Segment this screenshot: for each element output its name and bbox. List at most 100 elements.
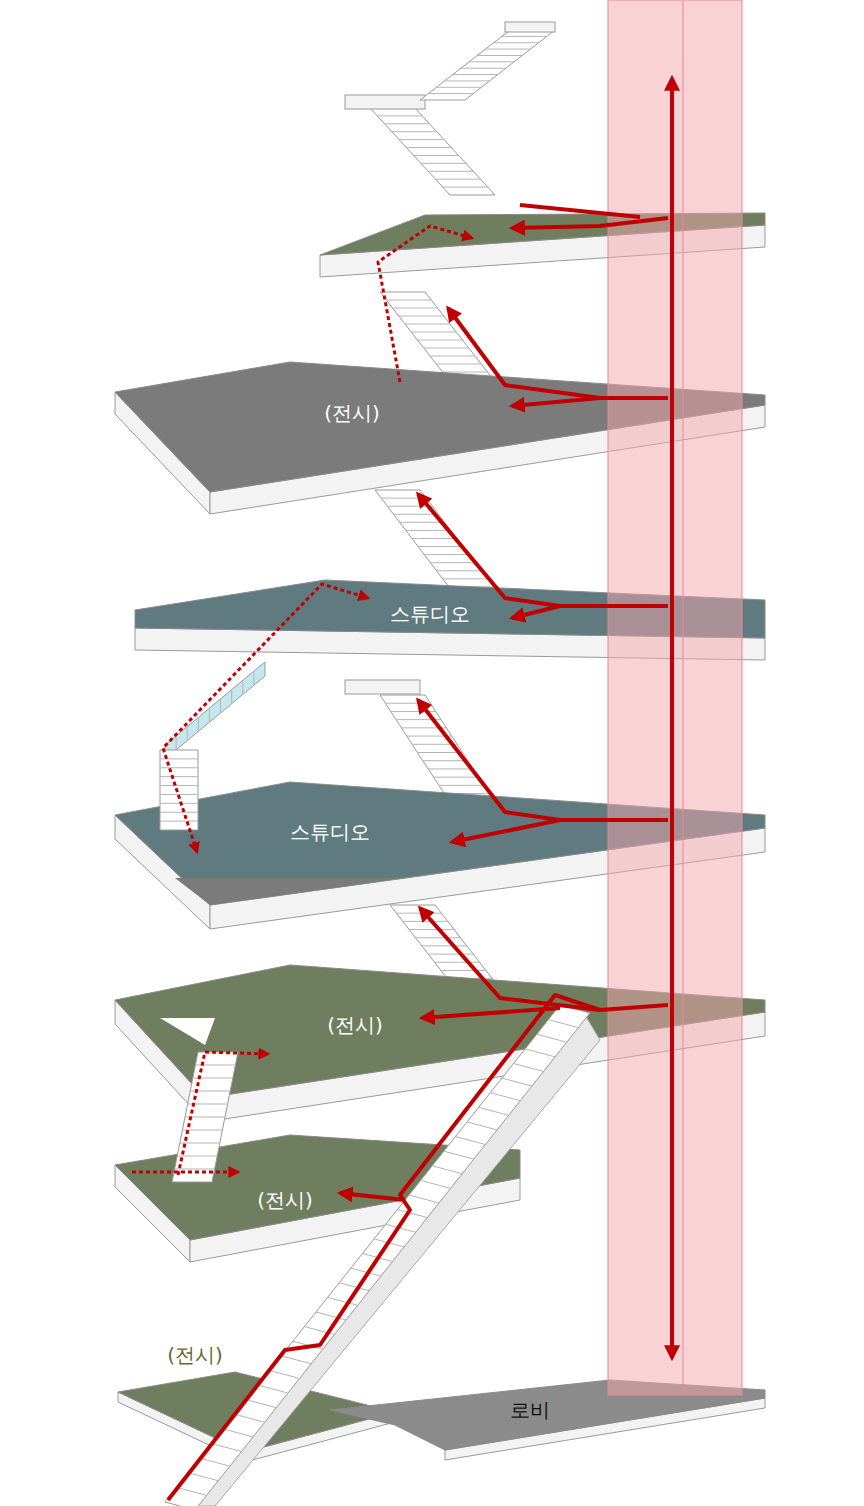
stair-step	[434, 777, 479, 778]
stair-step	[160, 821, 198, 822]
slab-shape	[110, 1130, 525, 1270]
stair-step	[187, 727, 188, 741]
stair-step	[430, 562, 475, 563]
stair-step	[405, 324, 450, 325]
stair-step	[461, 68, 506, 69]
floor-slab: 로비	[325, 1375, 770, 1465]
stair-step	[258, 1385, 288, 1393]
slab-shape	[110, 355, 770, 520]
stair-step	[430, 356, 475, 357]
stair-step	[469, 61, 514, 62]
stair-step	[415, 937, 460, 938]
stair-step	[391, 711, 436, 712]
stair-step	[436, 364, 481, 365]
floor-slab: (전시)	[110, 960, 770, 1125]
stair-step	[392, 131, 437, 132]
stair-step	[490, 1093, 520, 1101]
slab-top	[115, 965, 765, 1098]
stair-step	[435, 179, 480, 180]
stair-step	[445, 80, 490, 81]
circulation-arrow	[418, 494, 668, 606]
circulation-arrow	[168, 995, 600, 1500]
stair-underside	[190, 1015, 600, 1506]
slab-shape	[110, 960, 770, 1125]
stair-step	[190, 1091, 230, 1092]
circulation-arrow	[512, 218, 668, 228]
stair-step	[188, 1104, 228, 1105]
slab-opening	[175, 878, 400, 905]
stair-landing	[505, 22, 555, 32]
core-shaft	[608, 0, 742, 1395]
stair-step	[409, 929, 454, 930]
stair-step	[339, 1283, 369, 1291]
dotted-arrow	[178, 1052, 268, 1175]
stair-step	[435, 962, 480, 963]
stair-step	[443, 578, 488, 579]
stair-step	[363, 1254, 393, 1262]
stair-step	[412, 538, 457, 539]
stair-step	[193, 1078, 233, 1079]
floor-slab: 스튜디오	[130, 575, 770, 665]
stair-step	[397, 1210, 427, 1218]
stair-step	[412, 744, 457, 745]
stair-step	[253, 671, 254, 685]
stair-step	[396, 719, 441, 720]
stair-step	[414, 155, 459, 156]
stair-step	[381, 498, 426, 499]
stair-step	[223, 1429, 253, 1437]
stair-step	[304, 1327, 334, 1335]
stair-step	[393, 514, 438, 515]
stair-step	[424, 348, 469, 349]
stair-step	[418, 546, 463, 547]
stair-flight	[160, 750, 198, 830]
stair-step	[409, 1195, 439, 1203]
stair-step	[185, 1117, 225, 1118]
floor-slab: (전시)	[110, 355, 770, 520]
circulation-arrow	[512, 606, 560, 618]
stair-step	[180, 1143, 220, 1144]
stair-step	[160, 776, 198, 777]
stair-flight	[165, 662, 265, 759]
stair-step	[188, 1473, 218, 1481]
stair-step	[428, 768, 473, 769]
stair-step	[418, 340, 463, 341]
stair-step	[387, 506, 432, 507]
stair-landing	[345, 95, 425, 109]
stair-step	[160, 758, 198, 759]
stair-step	[406, 530, 451, 531]
stair-step	[424, 554, 469, 555]
stair-step	[525, 1049, 555, 1057]
stair-step	[374, 1239, 404, 1247]
floor-label: (전시)	[322, 402, 382, 424]
floor-label: (전시)	[255, 1189, 315, 1211]
stair-step	[385, 123, 430, 124]
stair-step	[479, 1107, 509, 1115]
stair-step	[477, 55, 522, 56]
stair-step	[177, 1487, 207, 1495]
stair-step	[195, 1065, 235, 1066]
floor-label: 스튜디오	[288, 821, 372, 843]
floor-slab: (전시)	[110, 1130, 525, 1270]
slab-top	[135, 580, 765, 638]
stair-step	[428, 954, 473, 955]
stair-step	[444, 1151, 474, 1159]
dotted-arrow	[378, 226, 472, 382]
stair-step	[175, 1169, 215, 1170]
stair-step	[160, 812, 198, 813]
floor-label: 스튜디오	[388, 603, 472, 625]
stair-step	[396, 913, 441, 914]
stair-step	[436, 87, 481, 88]
slab-top	[115, 782, 765, 905]
dotted-arrow	[132, 1171, 238, 1174]
circulation-arrow	[452, 820, 560, 842]
stair-step	[443, 372, 488, 373]
stair-step	[160, 785, 198, 786]
slab-top	[115, 362, 765, 492]
stair-step	[421, 1180, 451, 1188]
stair-step	[209, 708, 210, 722]
stair-step	[453, 74, 498, 75]
stair-step	[428, 171, 473, 172]
stair-step	[235, 1414, 265, 1422]
stair-step	[293, 1341, 323, 1349]
